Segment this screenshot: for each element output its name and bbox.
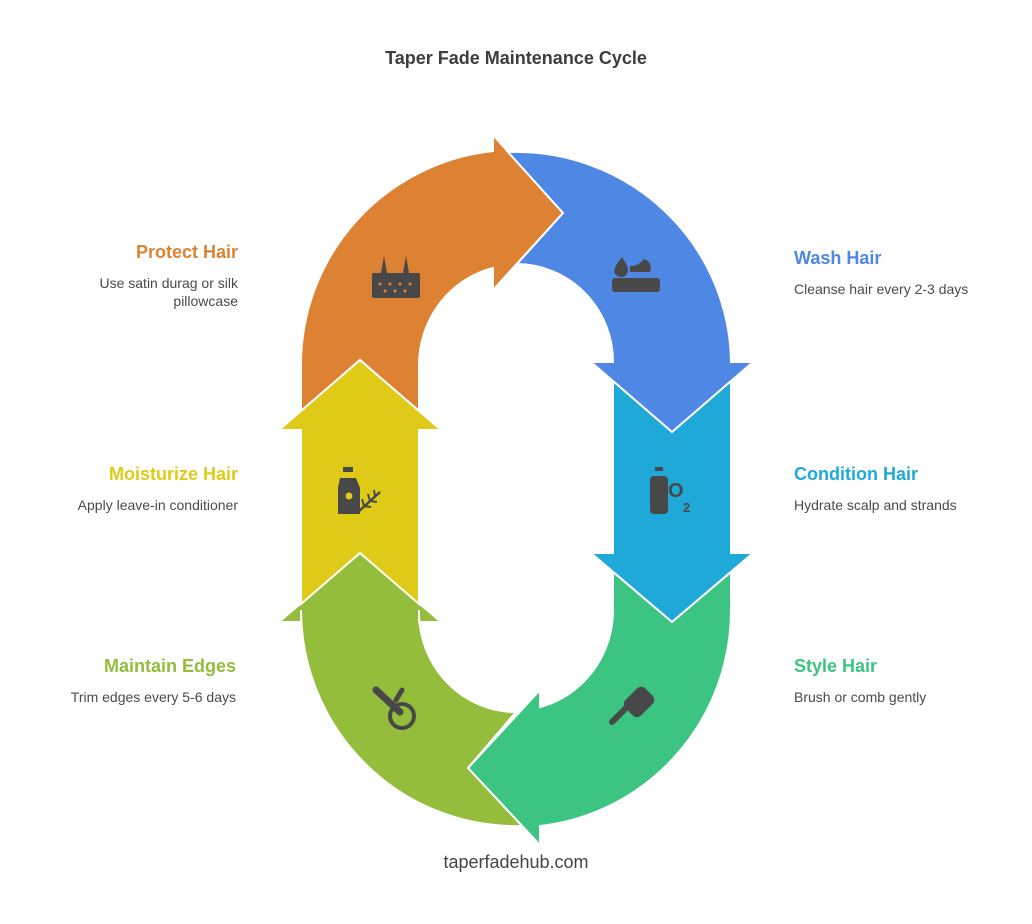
step-title: Protect Hair [135,242,238,262]
moisturize-hair-arrow [276,358,444,607]
step-moisturize-hair: Moisturize Hair Apply leave-in condition… [18,464,238,514]
diagram-title: Taper Fade Maintenance Cycle [385,48,647,68]
step-description: Apply leave-in conditioner [77,497,238,513]
svg-text:O: O [668,480,684,502]
scalp-hair-icon [372,256,420,298]
shampoo-drop-icon [612,257,660,292]
protect-hair-arrow [299,132,565,414]
hair-brush-icon [609,686,655,725]
step-description: Hydrate scalp and strands [794,497,957,513]
step-wash-hair: Wash Hair Cleanse hair every 2-3 days [794,248,1014,298]
step-style-hair: Style Hair Brush or comb gently [794,656,1014,706]
step-description: Cleanse hair every 2-3 days [794,281,969,297]
step-maintain-edges: Maintain Edges Trim edges every 5-6 days [16,656,236,706]
condition-hair-arrow [588,378,756,624]
step-title: Moisturize Hair [108,464,238,484]
step-description: Brush or comb gently [794,689,927,705]
svg-text:2: 2 [683,500,690,515]
step-protect-hair: Protect Hair Use satin durag or silk pil… [18,242,238,310]
step-title: Wash Hair [794,248,882,268]
step-title: Maintain Edges [103,656,236,676]
oil-bottle-herb-icon [338,467,381,514]
step-description: Use satin durag or silk pillowcase [99,275,238,309]
style-hair-arrow [466,569,733,848]
conditioner-bottle-o2-icon: O 2 [650,467,690,515]
step-title: Style Hair [794,656,878,676]
step-title: Condition Hair [794,464,918,484]
trimmer-icon [372,686,416,730]
footer-source: taperfadehub.com [443,852,589,872]
step-description: Trim edges every 5-6 days [70,689,236,705]
step-condition-hair: Condition Hair Hydrate scalp and strands [794,464,1014,514]
